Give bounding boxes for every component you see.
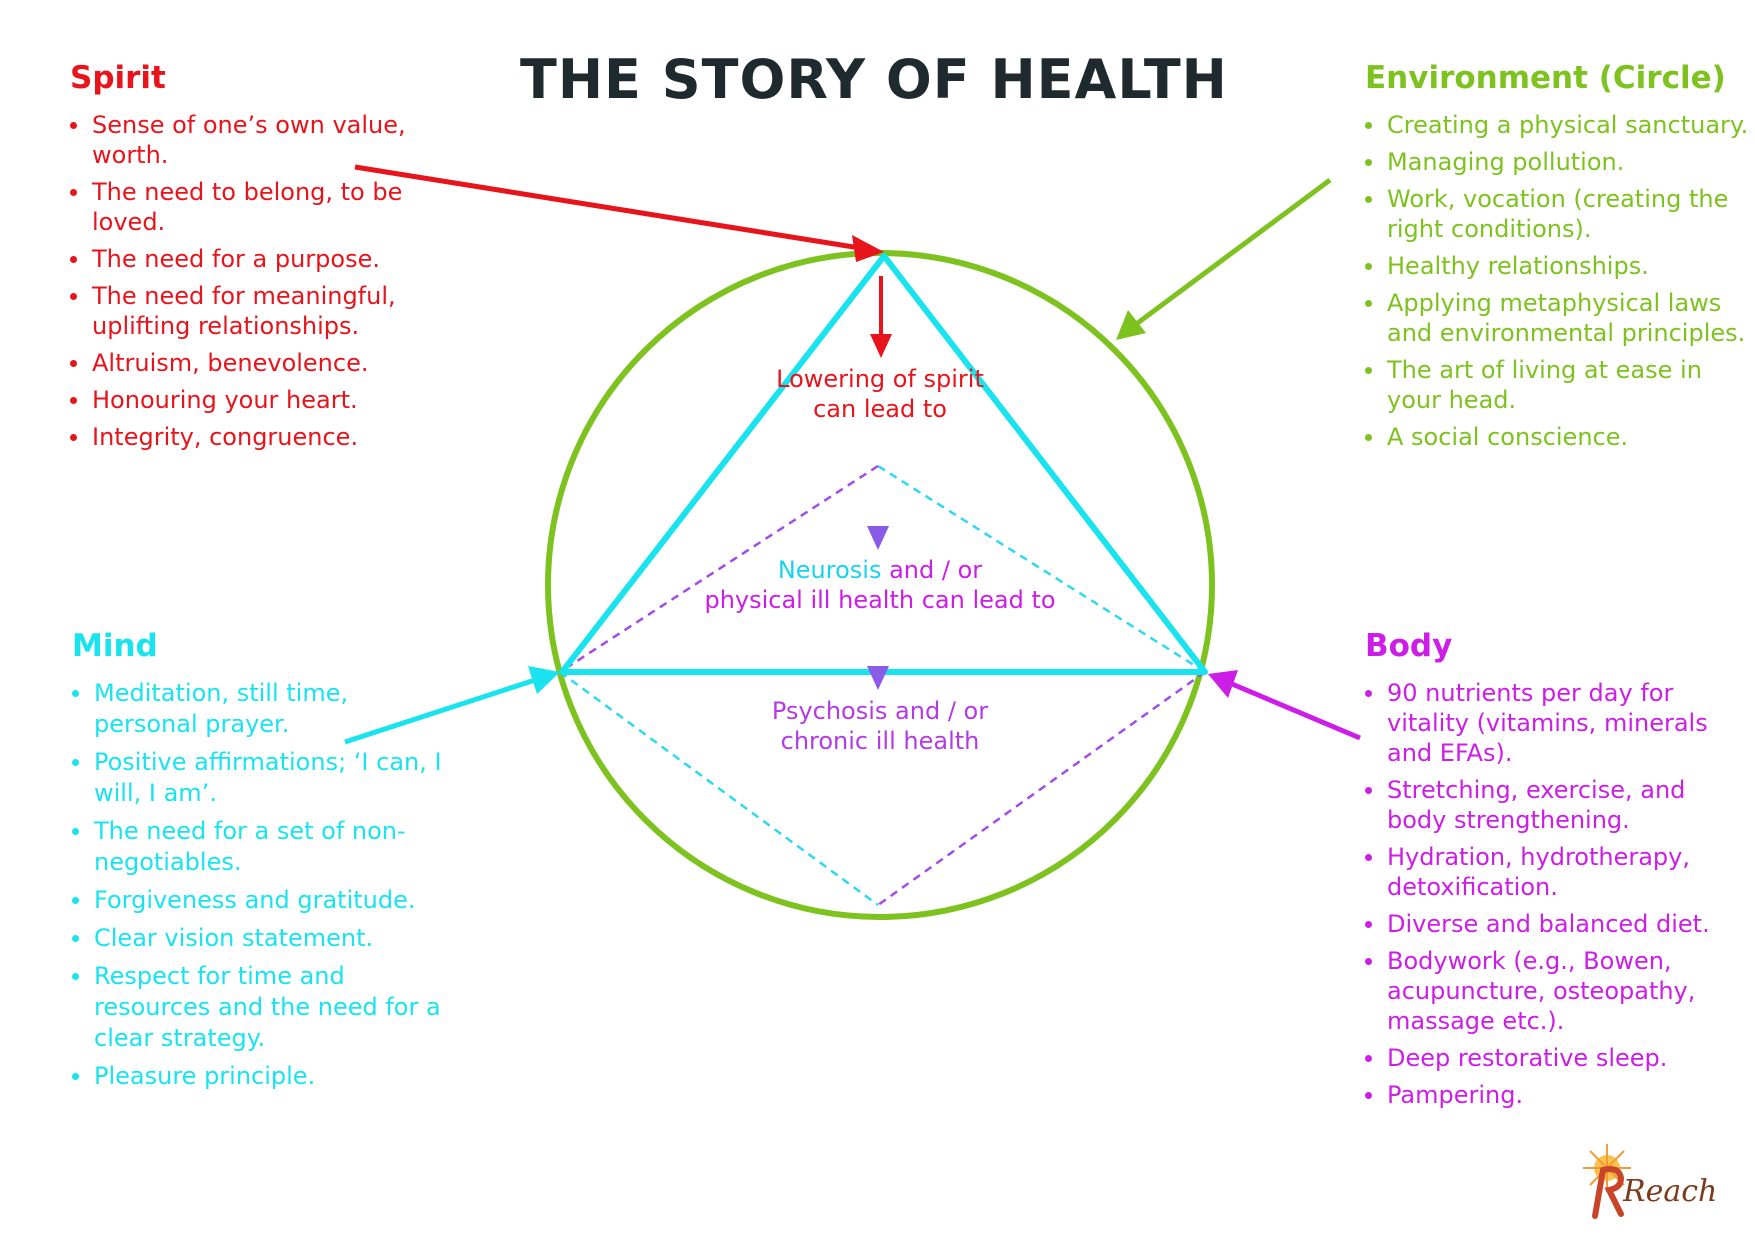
- list-item: Positive affirmations; ‘I can, I will, I…: [72, 747, 457, 809]
- list-item: Pleasure principle.: [72, 1061, 457, 1092]
- list-item: Respect for time and resources and the n…: [72, 961, 457, 1054]
- environment-arrow: [1116, 177, 1332, 340]
- list-item: Integrity, congruence.: [70, 422, 430, 452]
- list-item: Stretching, exercise, and body strengthe…: [1365, 775, 1750, 835]
- neurosis-and-or: and / or: [881, 556, 983, 584]
- list-item: Deep restorative sleep.: [1365, 1043, 1750, 1073]
- list-item: Work, vocation (creating the right condi…: [1365, 184, 1750, 244]
- lowering-arrow: [870, 276, 892, 358]
- mind-list: Meditation, still time, personal prayer.…: [72, 678, 457, 1092]
- body-list: 90 nutrients per day for vitality (vitam…: [1365, 678, 1750, 1110]
- list-item: Forgiveness and gratitude.: [72, 885, 457, 916]
- list-item: A social conscience.: [1365, 422, 1750, 452]
- list-item: The need to belong, to be loved.: [70, 177, 430, 237]
- reach-logo: Reach: [1575, 1140, 1725, 1220]
- environment-panel: Environment (Circle) Creating a physical…: [1365, 60, 1750, 459]
- psychosis-arrow: [867, 624, 889, 690]
- spirit-heading: Spirit: [70, 60, 166, 96]
- environment-list: Creating a physical sanctuary. Managing …: [1365, 110, 1750, 452]
- lowering-label: Lowering of spirit can lead to: [776, 365, 984, 423]
- spirit-list: Sense of one’s own value, worth. The nee…: [70, 110, 430, 452]
- list-item: Bodywork (e.g., Bowen, acupuncture, oste…: [1365, 946, 1750, 1036]
- list-item: Honouring your heart.: [70, 385, 430, 415]
- body-arrow: [1208, 670, 1361, 741]
- list-item: The art of living at ease in your head.: [1365, 355, 1750, 415]
- reach-logo-mark: [1583, 1144, 1631, 1219]
- list-item: Pampering.: [1365, 1080, 1750, 1110]
- list-item: 90 nutrients per day for vitality (vitam…: [1365, 678, 1750, 768]
- dashed-diamond: [559, 464, 1206, 907]
- list-item: The need for meaningful, uplifting relat…: [70, 281, 430, 341]
- list-item: Creating a physical sanctuary.: [1365, 110, 1750, 140]
- list-item: Meditation, still time, personal prayer.: [72, 678, 457, 740]
- neurosis-word: Neurosis: [777, 556, 882, 584]
- body-heading: Body: [1365, 628, 1453, 664]
- body-panel: Body 90 nutrients per day for vitality (…: [1365, 628, 1750, 1117]
- neurosis-arrow: [867, 468, 889, 550]
- psychosis-label: Psychosis and / or chronic ill health: [771, 697, 989, 755]
- list-item: Diverse and balanced diet.: [1365, 909, 1750, 939]
- list-item: The need for a purpose.: [70, 244, 430, 274]
- mind-arrow: [344, 666, 560, 745]
- list-item: The need for a set of non-negotiables.: [72, 816, 457, 878]
- list-item: Managing pollution.: [1365, 147, 1750, 177]
- neurosis-line2: physical ill health can lead to: [704, 586, 1056, 614]
- mind-heading: Mind: [72, 628, 158, 664]
- list-item: Altruism, benevolence.: [70, 348, 430, 378]
- reach-logo-text: Reach: [1623, 1174, 1718, 1209]
- list-item: Sense of one’s own value, worth.: [70, 110, 430, 170]
- list-item: Applying metaphysical laws and environme…: [1365, 288, 1750, 348]
- list-item: Healthy relationships.: [1365, 251, 1750, 281]
- environment-heading: Environment (Circle): [1365, 60, 1726, 96]
- list-item: Hydration, hydrotherapy, detoxification.: [1365, 842, 1750, 902]
- list-item: Clear vision statement.: [72, 923, 457, 954]
- page-title: THE STORY OF HEALTH: [520, 48, 1228, 111]
- neurosis-label: Neurosis and / or physical ill health ca…: [660, 555, 1100, 615]
- mind-panel: Mind Meditation, still time, personal pr…: [72, 628, 457, 1099]
- spirit-arrow: [354, 164, 884, 262]
- spirit-panel: Spirit Sense of one’s own value, worth. …: [70, 60, 430, 459]
